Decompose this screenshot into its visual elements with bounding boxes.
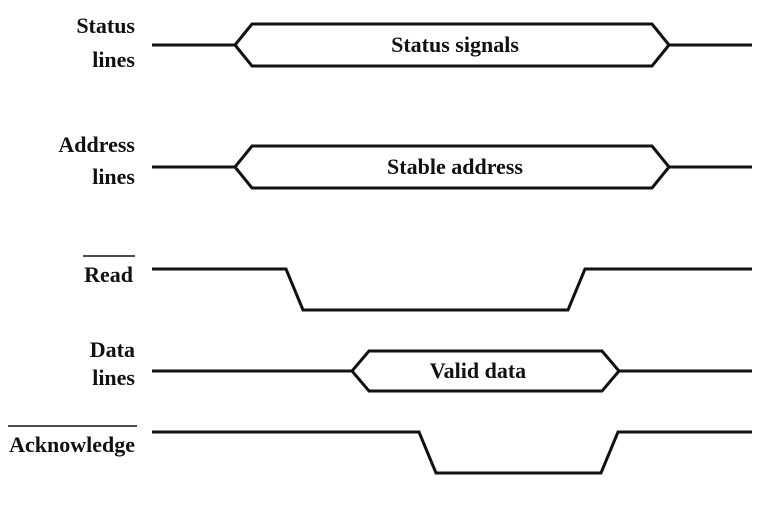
data-lines-waveform: [152, 349, 752, 393]
valid-data-bus-label: Valid data: [430, 358, 526, 383]
status-signals-bus-label: Status signals: [391, 32, 519, 57]
data-lines-label-line2: lines: [92, 365, 135, 390]
address-lines-waveform: [152, 144, 752, 190]
status-lines-signal: Status lines Status signals: [76, 13, 752, 72]
acknowledge-label: Acknowledge: [9, 432, 135, 457]
data-lines-label-line1: Data: [90, 337, 135, 362]
status-lines-label-line2: lines: [92, 47, 135, 72]
stable-address-bus-label: Stable address: [387, 154, 523, 179]
read-signal: Read: [83, 255, 752, 312]
address-lines-signal: Address lines Stable address: [58, 132, 752, 190]
acknowledge-waveform: [152, 430, 752, 475]
read-waveform: [152, 267, 752, 312]
read-label: Read: [84, 262, 133, 287]
acknowledge-signal: Acknowledge: [8, 425, 752, 475]
data-lines-signal: Data lines Valid data: [90, 337, 752, 393]
address-lines-label-line1: Address: [58, 132, 135, 157]
status-lines-waveform: [152, 22, 752, 68]
address-lines-label-line2: lines: [92, 164, 135, 189]
status-lines-label-line1: Status: [76, 13, 135, 38]
